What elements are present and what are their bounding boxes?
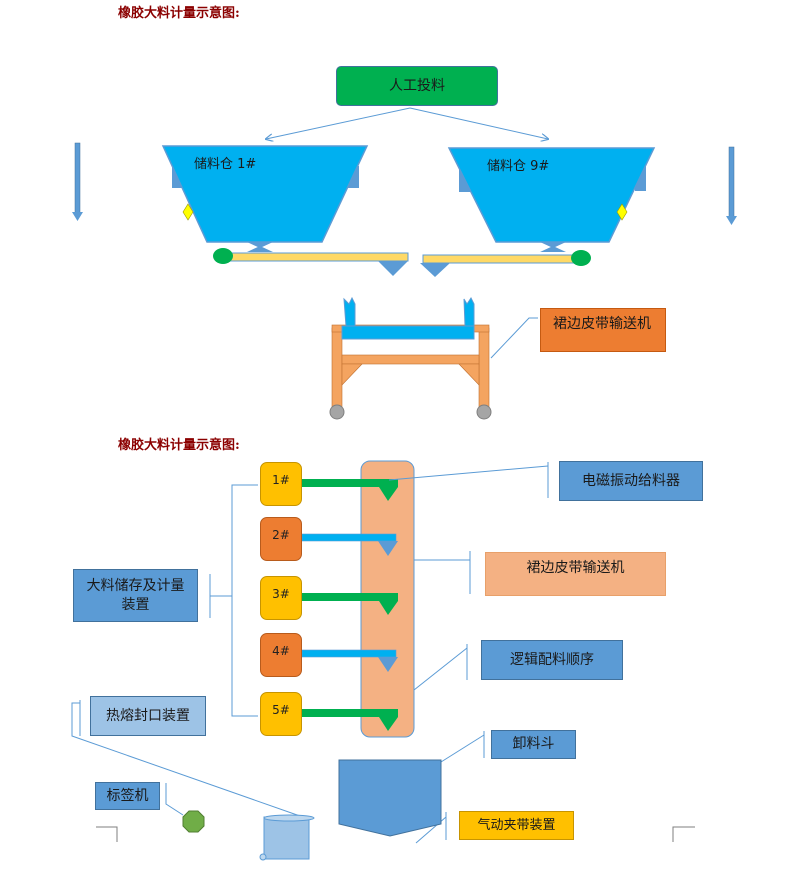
- storage-unit-5: 5#: [260, 692, 302, 736]
- feed-arrow-left: [266, 107, 411, 139]
- feed-arrow-right: [409, 107, 548, 139]
- bin-right-label: 储料仓 9#: [487, 159, 550, 174]
- storage-bracket: [231, 484, 258, 717]
- diagram-title-bottom: 橡胶大料计量示意图:: [118, 438, 240, 453]
- feeder-bar-5: [302, 709, 398, 731]
- feeder-bar-1: [302, 479, 398, 501]
- storage-unit-2: 2#: [260, 517, 302, 561]
- storage-metering-label-box: 大料储存及计量装置: [73, 569, 198, 622]
- pneumatic-clamp-label-box: 气动夹带装置: [459, 811, 574, 840]
- down-arrow-right-icon: [726, 146, 737, 225]
- feeder-bar-2: [301, 533, 398, 556]
- bin-left-label: 储料仓 1#: [194, 157, 257, 172]
- down-arrow-left-icon: [72, 142, 83, 221]
- skirt-conveyor-drawing: [329, 296, 538, 420]
- storage-unit-3: 3#: [260, 576, 302, 620]
- bag-scroll-icon: [259, 814, 315, 861]
- discharge-hopper-drawing: [338, 759, 442, 837]
- skirt-conveyor-label-box: 裙边皮带输送机: [485, 552, 666, 596]
- diagram-title-top: 橡胶大料计量示意图:: [118, 6, 240, 21]
- corner-mark-right: [672, 826, 695, 842]
- feeder-bar-4: [301, 649, 398, 672]
- storage-bin-right: [420, 147, 656, 277]
- feeder-bar-3: [302, 593, 398, 615]
- storage-unit-1: 1#: [260, 462, 302, 506]
- storage-bin-left: [161, 145, 409, 276]
- heat-seal-label-box: 热熔封口装置: [90, 696, 206, 736]
- storage-unit-4: 4#: [260, 633, 302, 677]
- vibrating-feeder-label-box: 电磁振动给料器: [559, 461, 703, 501]
- manual-feed-box: 人工投料: [336, 66, 498, 106]
- labeler-octagon-icon: [182, 810, 205, 833]
- labeler-label-box: 标签机: [95, 782, 160, 810]
- logic-sequence-label-box: 逻辑配料顺序: [481, 640, 623, 680]
- top-conveyor-label-box: 裙边皮带输送机: [540, 308, 666, 352]
- corner-mark-left: [96, 826, 118, 842]
- discharge-hopper-label-box: 卸料斗: [491, 730, 576, 759]
